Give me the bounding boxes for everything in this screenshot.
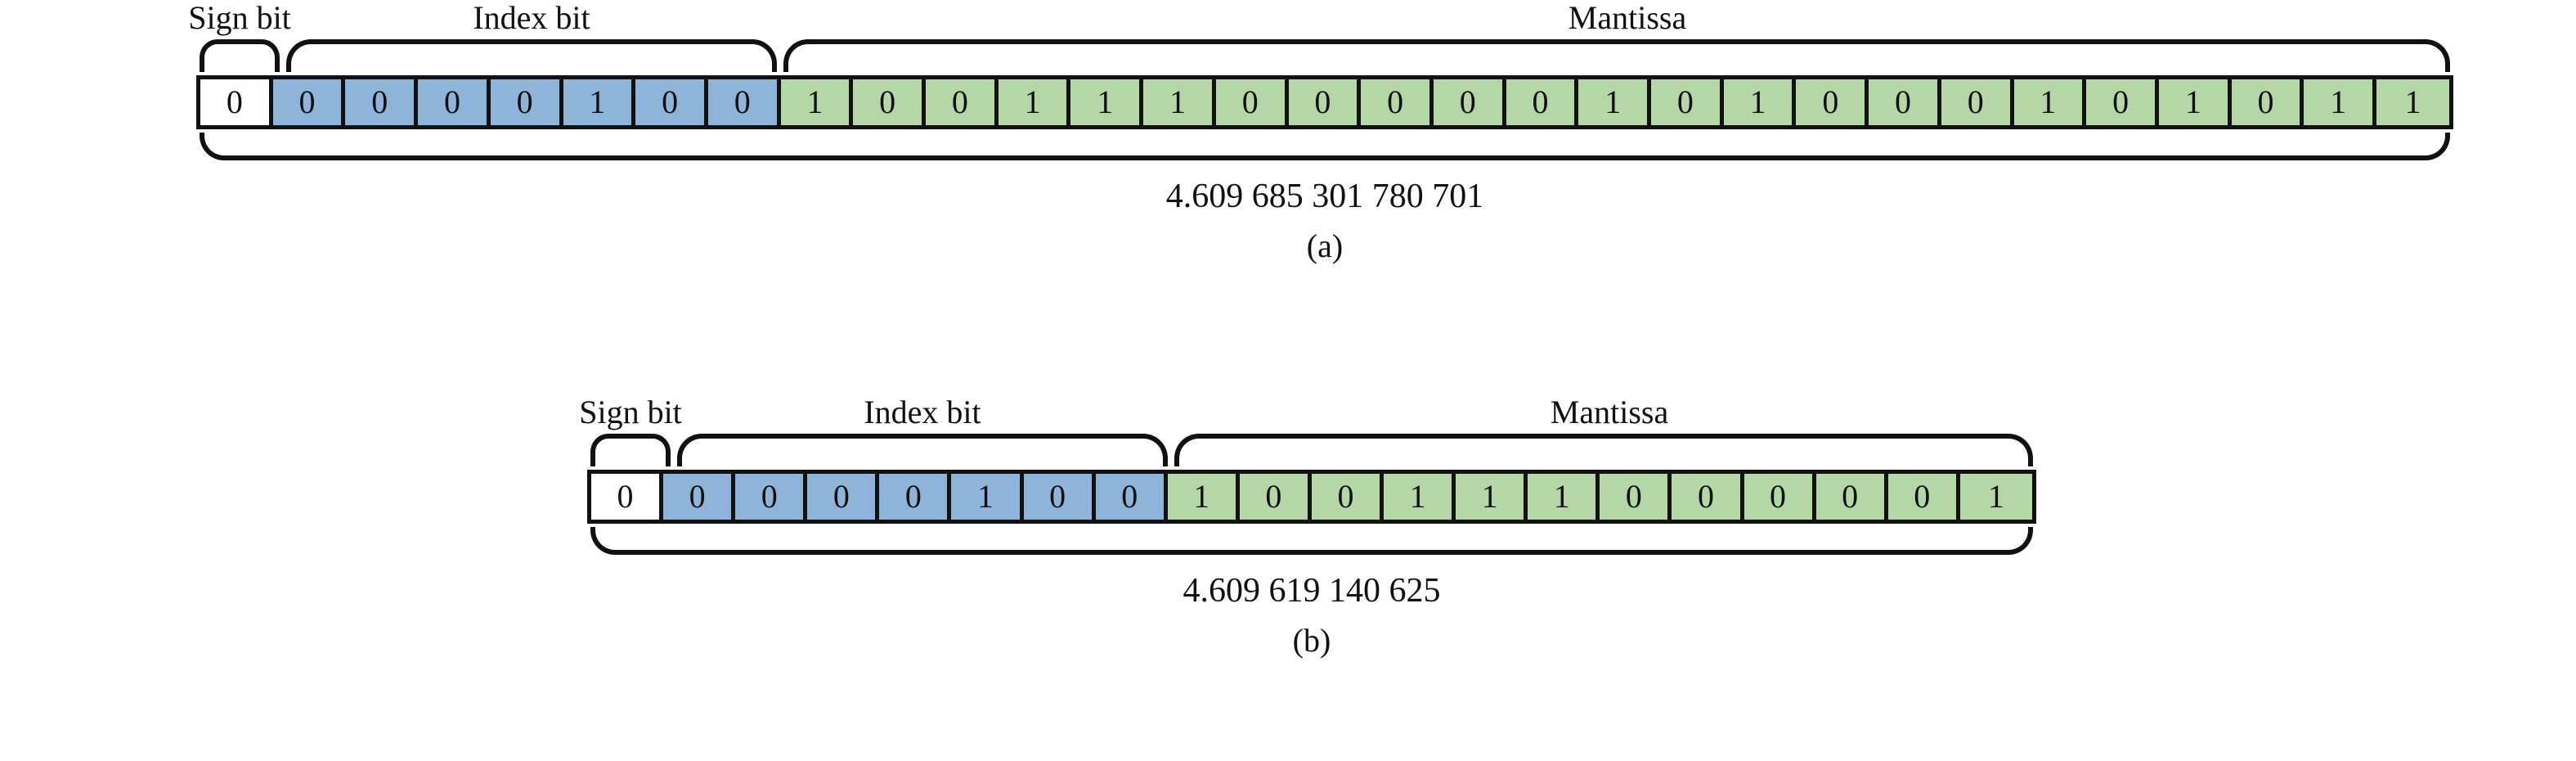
bit-cell-mantissa: 0 bbox=[1744, 474, 1816, 520]
bit-cell-mantissa: 0 bbox=[1941, 79, 2014, 125]
bit-cell-mantissa: 0 bbox=[2086, 79, 2159, 125]
bit-cell-exponent: 0 bbox=[635, 79, 708, 125]
bit-cell-mantissa: 0 bbox=[1506, 79, 1579, 125]
sign-bit-label-b: Sign bit bbox=[579, 394, 682, 430]
bit-cell-mantissa: 0 bbox=[1887, 474, 1960, 520]
sign-bit-label-a: Sign bit bbox=[188, 0, 291, 36]
panel-b-field-labels: Sign bit Index bit Mantissa bbox=[579, 394, 2036, 434]
mantissa-label-b: Mantissa bbox=[1550, 394, 1669, 430]
bit-cell-sign: 0 bbox=[200, 79, 273, 125]
bit-cell-mantissa: 0 bbox=[1600, 474, 1672, 520]
bit-cell-mantissa: 0 bbox=[1815, 474, 1888, 520]
bit-cell-exponent: 1 bbox=[563, 79, 636, 125]
bit-cell-exponent: 1 bbox=[951, 474, 1024, 520]
panel-a-field-labels: Sign bit Index bit Mantissa bbox=[188, 0, 2453, 39]
sign-bit-brace-a bbox=[200, 39, 280, 72]
bit-cell-exponent: 0 bbox=[807, 474, 880, 520]
bit-cell-mantissa: 1 bbox=[1070, 79, 1144, 125]
bit-cell-mantissa: 0 bbox=[2231, 79, 2304, 125]
bit-cell-exponent: 0 bbox=[707, 79, 781, 125]
bit-cell-mantissa: 0 bbox=[1288, 79, 1362, 125]
bit-cell-mantissa: 0 bbox=[1361, 79, 1434, 125]
decimal-value-a: 4.609 685 301 780 701 bbox=[1165, 178, 1484, 215]
decimal-value-b: 4.609 619 140 625 bbox=[1183, 572, 1441, 610]
bit-cell-mantissa: 0 bbox=[853, 79, 927, 125]
mantissa-brace-a bbox=[783, 39, 2450, 72]
bit-cell-mantissa: 0 bbox=[1651, 79, 1724, 125]
index-bit-label-a: Index bit bbox=[473, 0, 590, 36]
bit-cell-mantissa: 1 bbox=[1384, 474, 1456, 520]
bit-cell-mantissa: 1 bbox=[998, 79, 1071, 125]
bit-cell-exponent: 0 bbox=[272, 79, 346, 125]
index-bit-brace-b bbox=[677, 434, 1168, 466]
bit-cell-mantissa: 0 bbox=[926, 79, 999, 125]
bit-cell-mantissa: 1 bbox=[2158, 79, 2232, 125]
word-brace-b bbox=[590, 527, 2033, 555]
bit-cell-mantissa: 1 bbox=[1167, 474, 1240, 520]
bit-cell-mantissa: 1 bbox=[780, 79, 854, 125]
bit-cell-mantissa: 1 bbox=[2304, 79, 2377, 125]
bit-cell-mantissa: 1 bbox=[1456, 474, 1528, 520]
bit-cell-exponent: 0 bbox=[1095, 474, 1168, 520]
panel-caption-a: (a) bbox=[1306, 227, 1344, 264]
bit-cell-mantissa: 0 bbox=[1311, 474, 1384, 520]
word-brace-a bbox=[200, 133, 2450, 160]
bit-cell-mantissa: 1 bbox=[1143, 79, 1216, 125]
bit-cell-mantissa: 0 bbox=[1215, 79, 1289, 125]
bit-cell-exponent: 0 bbox=[1023, 474, 1096, 520]
bit-cell-sign: 0 bbox=[591, 474, 664, 520]
bit-cell-mantissa: 0 bbox=[1796, 79, 1869, 125]
mantissa-brace-b bbox=[1174, 434, 2033, 466]
bit-cell-mantissa: 0 bbox=[1433, 79, 1506, 125]
bit-cell-mantissa: 0 bbox=[1672, 474, 1744, 520]
bit-cell-mantissa: 1 bbox=[2376, 79, 2449, 125]
bit-cell-mantissa: 0 bbox=[1869, 79, 1941, 125]
panel-caption-b: (b) bbox=[1292, 622, 1331, 659]
bit-cell-mantissa: 1 bbox=[1723, 79, 1797, 125]
bit-cell-exponent: 0 bbox=[663, 474, 736, 520]
index-bit-label-b: Index bit bbox=[864, 394, 981, 430]
sign-bit-brace-b bbox=[590, 434, 671, 466]
bit-cell-mantissa: 1 bbox=[1528, 474, 1600, 520]
bit-cell-mantissa: 1 bbox=[1959, 474, 2032, 520]
bit-cell-exponent: 0 bbox=[490, 79, 563, 125]
mantissa-label-a: Mantissa bbox=[1568, 0, 1687, 36]
panel-a-field-braces bbox=[196, 39, 2453, 75]
index-bit-brace-a bbox=[286, 39, 777, 72]
panel-b-field-braces bbox=[587, 434, 2036, 470]
bit-cell-mantissa: 1 bbox=[1578, 79, 1652, 125]
bit-cell-mantissa: 0 bbox=[1239, 474, 1312, 520]
bit-cell-exponent: 0 bbox=[879, 474, 952, 520]
bit-cell-exponent: 0 bbox=[418, 79, 491, 125]
bit-cell-exponent: 0 bbox=[735, 474, 808, 520]
bit-cell-exponent: 0 bbox=[345, 79, 419, 125]
bit-cell-mantissa: 1 bbox=[2013, 79, 2087, 125]
